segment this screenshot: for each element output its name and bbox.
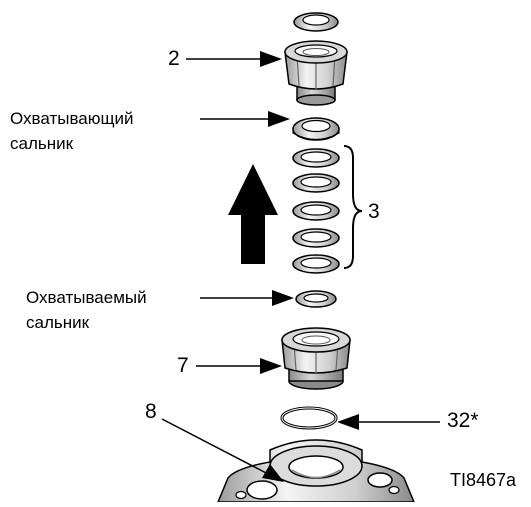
packing-ring <box>292 254 340 274</box>
callout-male-seal-line1: Охватываемый <box>26 288 147 307</box>
leader-line-part-7 <box>196 358 282 374</box>
callout-part-8: 8 <box>145 400 157 423</box>
callout-male-seal-line2: сальник <box>26 313 90 332</box>
packing-ring <box>292 201 340 221</box>
packing-ring <box>292 173 340 193</box>
o-ring-part-32 <box>280 406 338 430</box>
leader-line-female-seal <box>200 111 290 127</box>
callout-female-seal-line1: Охватывающий <box>10 109 134 128</box>
top-ring <box>293 12 339 32</box>
callout-part-7: 7 <box>177 354 189 377</box>
callout-female-seal-line2: сальник <box>10 134 74 153</box>
direction-arrow-icon <box>228 164 278 264</box>
bracket-part-3 <box>343 145 363 269</box>
male-seal <box>295 290 337 308</box>
packing-ring <box>292 148 340 168</box>
housing-part-8 <box>216 439 416 503</box>
callout-part-3: 3 <box>368 200 380 223</box>
packing-nut-part-7 <box>281 327 351 390</box>
leader-line-male-seal <box>200 290 294 306</box>
gland-nut-part-2 <box>284 40 348 106</box>
leader-line-part-2 <box>186 51 282 67</box>
packing-rings-part-3 <box>292 148 340 274</box>
female-seal <box>292 117 340 141</box>
figure-id: TI8467a <box>450 470 517 490</box>
leader-line-part-32 <box>337 414 440 430</box>
packing-ring <box>292 228 340 248</box>
callout-part-32: 32* <box>447 409 479 432</box>
leader-line-part-8 <box>161 418 284 482</box>
callout-part-2: 2 <box>168 47 180 70</box>
